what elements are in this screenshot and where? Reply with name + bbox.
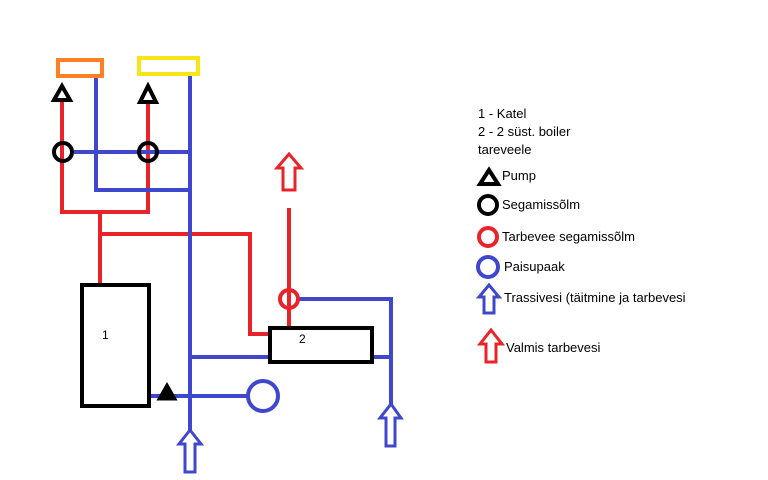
triangle-icon xyxy=(476,166,502,186)
blue-return-pipes xyxy=(74,72,393,432)
yellow-heating-outlet xyxy=(137,56,200,76)
legend-item-label: Trassivesi (täitmine ja tarbevesi xyxy=(504,290,686,305)
red-supply-pipes xyxy=(60,100,291,336)
hot-water-tank-box xyxy=(268,326,374,364)
legend-item-label: Valmis tarbevesi xyxy=(506,340,601,355)
legend-item-label: Pump xyxy=(502,168,536,183)
dhw-mixing-valve-icon xyxy=(278,288,300,310)
pump-icon xyxy=(136,81,160,104)
blue-arrow-up-icon xyxy=(475,282,503,315)
expansion-tank-icon xyxy=(246,379,280,413)
blue-circle-icon xyxy=(476,255,500,279)
boiler-box xyxy=(80,283,151,408)
boiler-label: 1 xyxy=(102,328,109,342)
legend-line-1: 1 - Katel xyxy=(478,106,527,121)
pump-icon xyxy=(156,381,178,401)
legend-item-label: Tarbevee segamissõlm xyxy=(502,229,635,244)
legend: 1 - Katel 2 - 2 süst. boiler tareveele P… xyxy=(475,106,686,364)
legend-line-3: tareveele xyxy=(478,142,531,157)
mixing-valve-icon xyxy=(52,141,74,163)
mains-water-in-arrow-icon xyxy=(175,427,205,474)
legend-line-2: 2 - 2 süst. boiler xyxy=(478,124,571,139)
red-arrow-up-icon xyxy=(476,327,506,364)
tank-label: 2 xyxy=(299,332,306,346)
legend-item-label: Segamissõlm xyxy=(502,197,580,212)
black-circle-icon xyxy=(477,194,499,216)
hot-water-out-arrow-icon xyxy=(273,151,305,192)
pump-icon xyxy=(50,81,74,102)
legend-item-label: Paisupaak xyxy=(504,259,565,274)
mains-water-in-arrow-icon xyxy=(376,401,404,448)
red-circle-icon xyxy=(477,226,499,248)
mixing-valve-icon xyxy=(137,141,159,163)
orange-heating-outlet xyxy=(56,58,104,78)
